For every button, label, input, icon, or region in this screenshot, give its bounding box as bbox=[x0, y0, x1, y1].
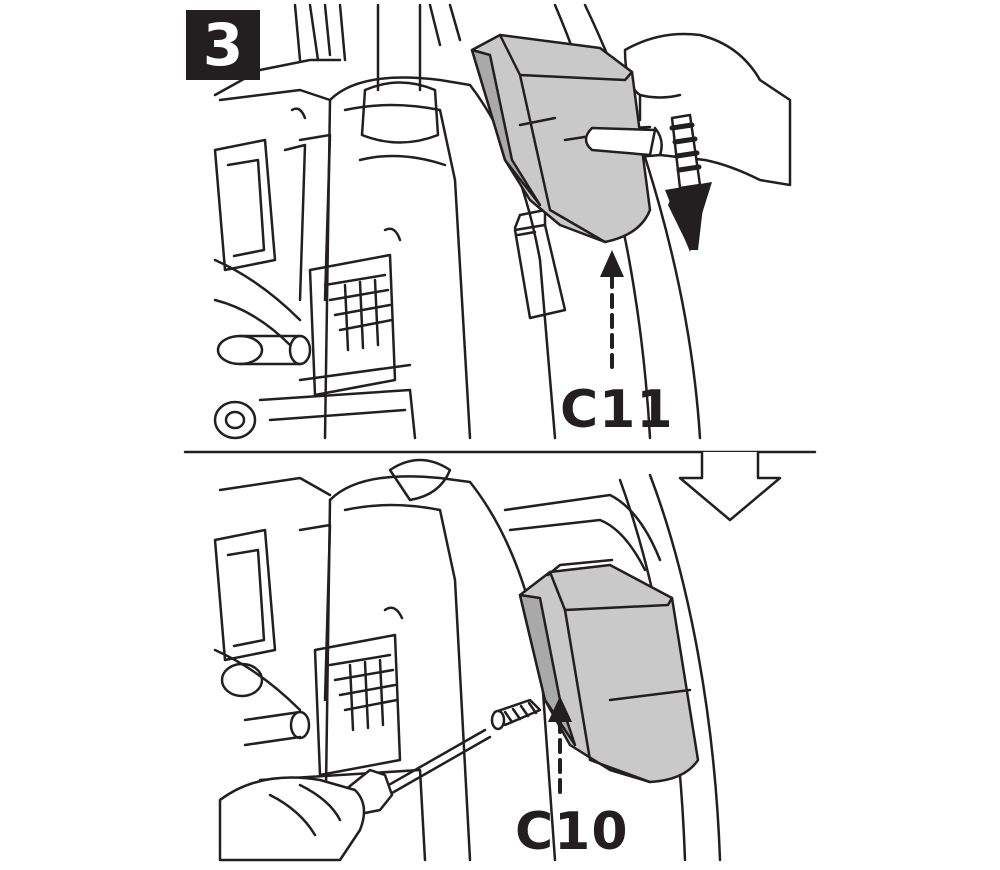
accessory-holder-upper bbox=[470, 33, 657, 244]
screwdriver-icon bbox=[343, 728, 492, 817]
dashed-up-arrow-icon bbox=[600, 250, 624, 372]
callout-label-upper: C11 bbox=[560, 380, 674, 440]
screw-icon bbox=[490, 698, 542, 731]
step-number-badge: 3 bbox=[186, 10, 260, 80]
upper-panel-machine-body bbox=[213, 3, 702, 440]
accessory-holder-lower bbox=[518, 558, 700, 784]
callout-label-lower: C10 bbox=[515, 802, 629, 862]
continue-arrow-icon bbox=[678, 450, 782, 522]
dashed-up-arrow-icon bbox=[548, 696, 572, 797]
hand-icon bbox=[218, 776, 366, 862]
push-down-arrow-icon bbox=[665, 113, 712, 252]
